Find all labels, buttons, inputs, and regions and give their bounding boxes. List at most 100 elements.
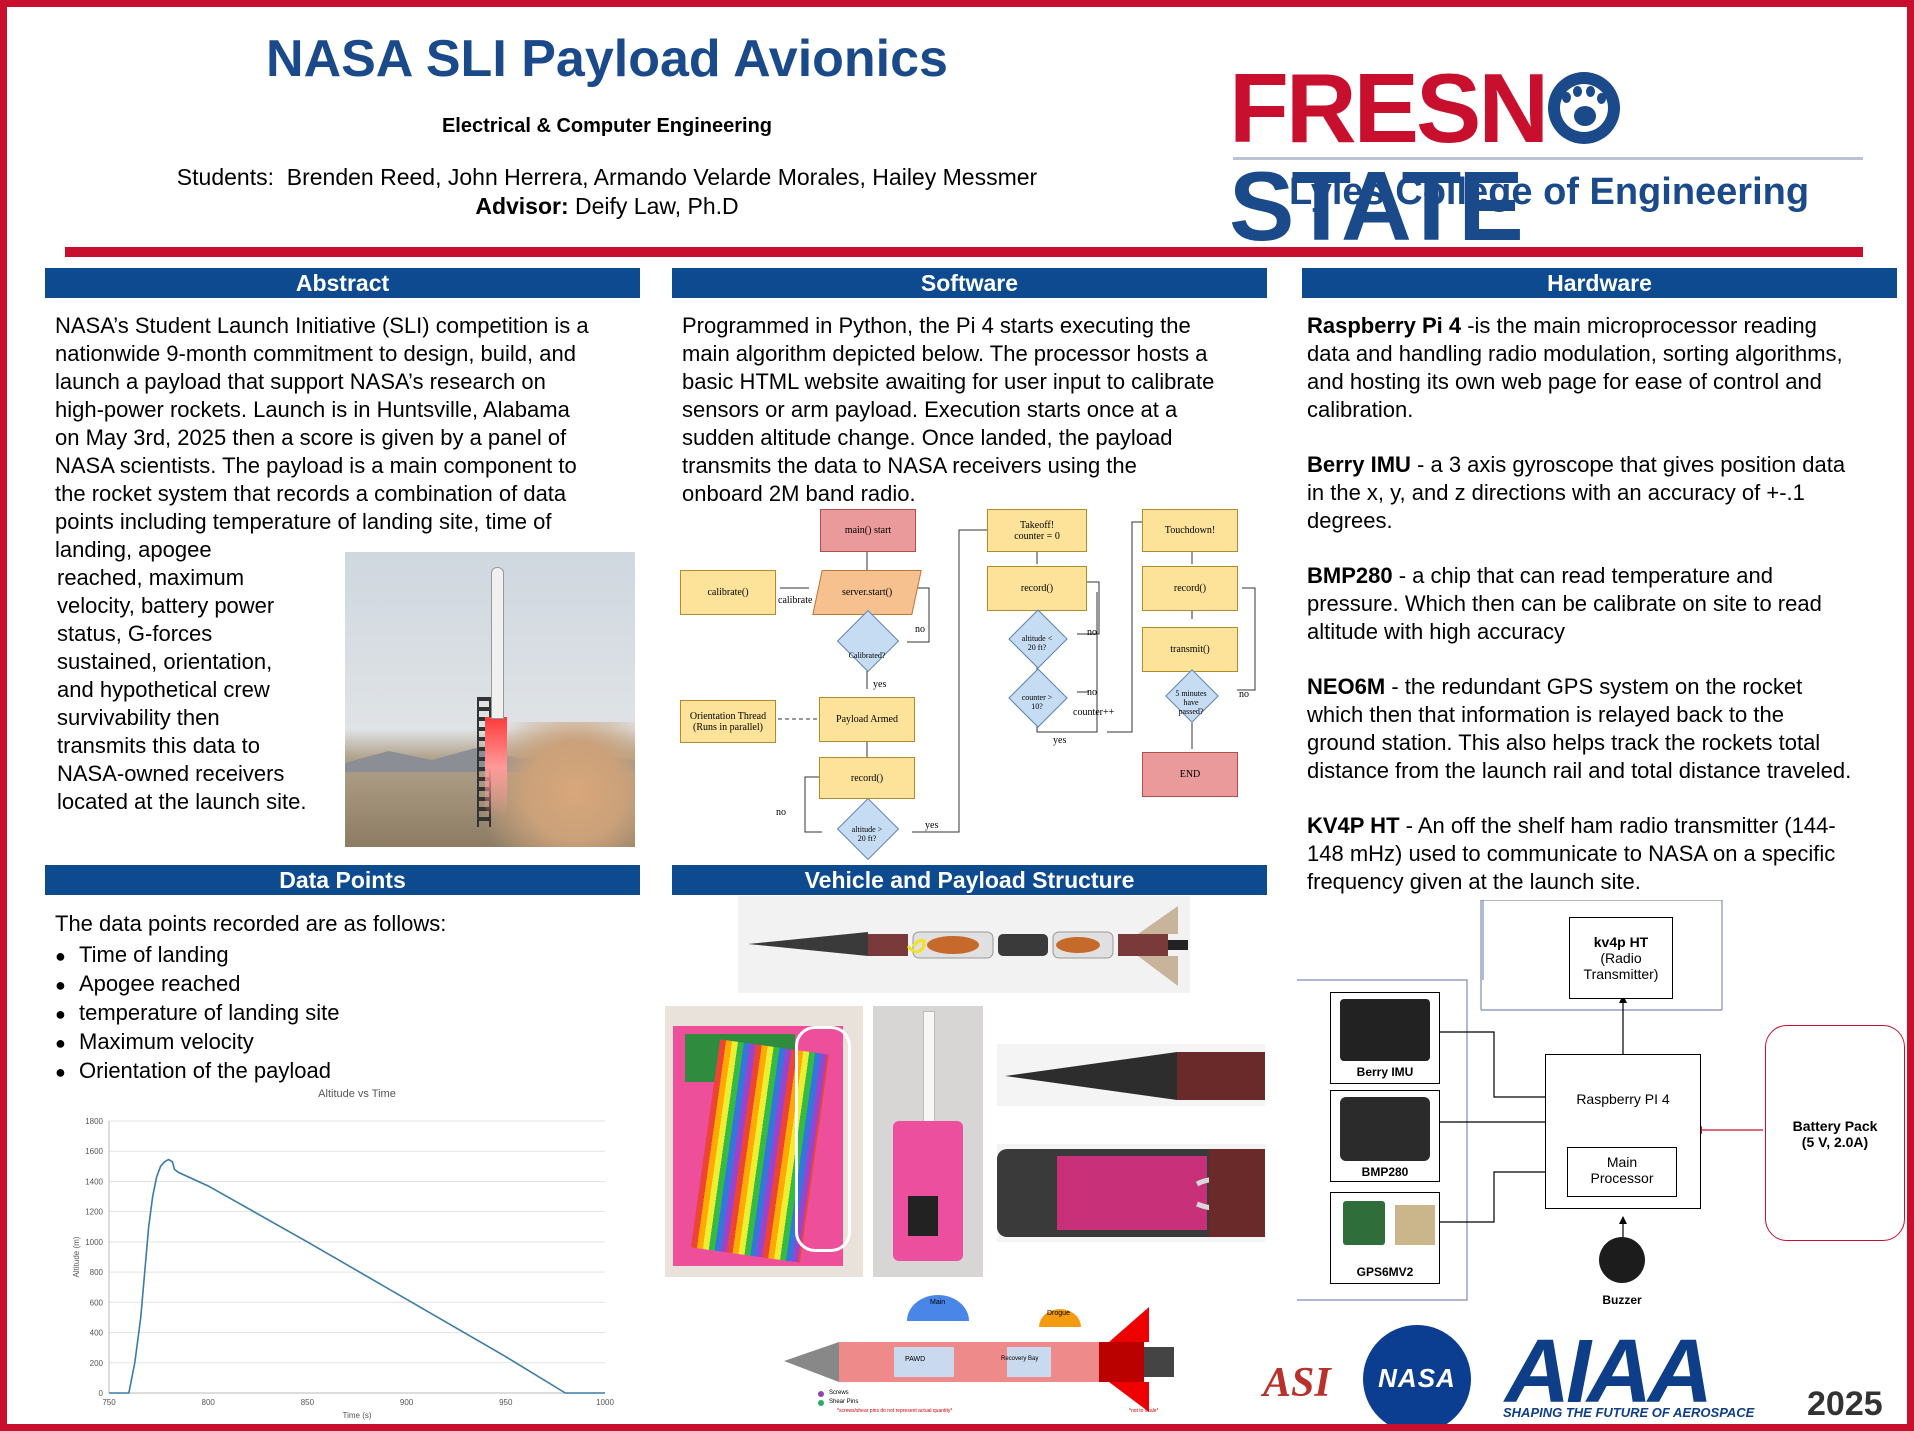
gps-board-icon [1343,1201,1386,1245]
chart-title: Altitude vs Time [318,1088,396,1100]
chart-y-tick-label: 1400 [85,1177,103,1186]
data-point-item: Apogee reached [55,969,240,1000]
flow-label-yes: yes [873,679,887,690]
flow-takeoff: Takeoff!counter = 0 [987,509,1087,552]
data-point-item: temperature of landing site [55,998,340,1029]
schematic-note: *screws/shear pins do not represent actu… [837,1408,953,1414]
chart-x-tick-label: 1000 [596,1398,614,1407]
bmp280-box [1330,1090,1440,1182]
hardware-text: Raspberry Pi 4 -is the main microprocess… [1307,313,1852,894]
chart-y-tick-label: 1600 [85,1147,103,1156]
main-processor-box: Main Processor [1567,1147,1677,1197]
flow-label-counter-inc: counter++ [1073,707,1115,718]
schematic-screws-label: Screws [829,1390,849,1396]
gps-label: GPS6MV2 [1356,1265,1414,1279]
buzzer-label: Buzzer [1602,1293,1642,1307]
schematic-recovery-label: Recovery Bay [1001,1356,1039,1362]
flow-record-2: record() [987,566,1087,611]
chart-y-tick-label: 1800 [85,1117,103,1126]
flow-payload-armed: Payload Armed [819,697,915,742]
flow-label-yes-2: yes [925,820,939,831]
avionics-bay-cad [997,1144,1265,1242]
logo-divider [1233,157,1863,160]
department: Electrical & Computer Engineering [441,115,773,137]
berry-imu-label: Berry IMU [1356,1065,1414,1079]
bmp280-label: BMP280 [1361,1165,1409,1179]
flow-label-calibrate: calibrate [778,595,813,606]
flow-counter-text: counter >10? [1021,693,1053,711]
nose-cone-cad [997,1044,1265,1106]
students-line: Students: Brenden Reed, John Herrera, Ar… [176,164,1038,190]
chart-x-axis-label: Time (s) [342,1411,371,1420]
battery-pack-box: Battery Pack (5 V, 2.0A) [1765,1025,1905,1241]
flow-calibrated-text: Calibrated? [848,651,886,660]
schematic-drogue-label: Drogue [1047,1310,1070,1317]
flow-label-no: no [915,624,925,635]
bmp-board-icon [1340,1097,1430,1161]
antenna-mount-photo [873,1006,983,1277]
chart-y-tick-label: 800 [90,1268,104,1277]
data-points-intro: The data points recorded are as follows: [55,911,447,936]
asi-logo: ASI [1263,1360,1331,1406]
chart-y-tick-label: 400 [90,1329,104,1338]
flow-alt-lt-text: altitude <20 ft? [1021,634,1053,652]
flow-label-yes-3: yes [1053,735,1067,746]
abstract-header: Abstract [45,268,640,298]
altitude-chart: Altitude vs Time 0 200 400 600 800 1000 1200 140… [72,1088,614,1420]
chart-y-tick-label: 1000 [85,1238,103,1247]
data-point-item: Time of landing [55,940,229,971]
chart-y-axis-label: Altitude (m) [72,1236,81,1277]
poster-title: NASA SLI Payload Avionics [266,30,948,88]
chart-x-tick-label: 850 [301,1398,315,1407]
schematic-pawd-label: PAWD [905,1356,926,1363]
chart-y-tick-label: 200 [90,1359,104,1368]
college-name: Lyles College of Engineering [1288,171,1810,213]
flow-server-start: server.start() [812,570,922,615]
flow-label-no-2: no [776,807,786,818]
software-header: Software [672,268,1267,298]
chart-series-line [109,1158,605,1394]
data-point-item: Orientation of the payload [55,1056,331,1087]
payload-schematic: Main Drogue PAWD Recovery Bay Screws She… [779,1287,1197,1417]
chart-y-tick-label: 0 [99,1389,104,1398]
chart-x-tick-label: 800 [202,1398,216,1407]
payload-bay-photo [665,1006,863,1277]
schematic-main-label: Main [930,1299,946,1306]
chart-x-tick-label: 750 [102,1398,116,1407]
paw-icon [1548,72,1621,144]
vehicle-header: Vehicle and Payload Structure [672,865,1267,895]
flow-record-3: record() [1142,566,1238,611]
vehicle-cad-assembly [738,896,1190,993]
rocket-launch-photo [345,552,635,847]
radio-transmitter-box: kv4p HT (Radio Transmitter) [1569,917,1673,999]
aiaa-year: 2025 [1807,1385,1883,1423]
nasa-logo: NASA [1363,1325,1471,1424]
chart-y-tick-label: 1200 [85,1208,103,1217]
gps-antenna-icon [1394,1205,1435,1245]
chart-x-tick-label: 950 [499,1398,513,1407]
chart-y-tick-label: 600 [90,1298,104,1307]
data-point-item: Maximum velocity [55,1027,254,1058]
advisor-line: Advisor: Deify Law, Ph.D [475,193,739,219]
buzzer-icon [1599,1237,1645,1283]
flow-altitude-text: altitude >20 ft? [851,825,883,843]
software-text: Programmed in Python, the Pi 4 starts ex… [682,313,1215,506]
header-red-bar [65,247,1863,257]
flow-label-no-3: no [1087,627,1097,638]
flow-end: END [1142,752,1238,797]
flow-label-no-5: no [1239,689,1249,700]
flow-record-1: record() [819,757,915,799]
flow-calibrate: calibrate() [680,570,776,615]
schematic-shear-label: Shear Pins [829,1399,859,1405]
chart-x-tick-label: 900 [400,1398,414,1407]
schematic-scale-note: *not to scale* [1129,1408,1159,1414]
berry-imu-box [1330,992,1440,1084]
flow-orientation-thread: Orientation Thread(Runs in parallel) [680,700,776,743]
abstract-text: NASA’s Student Launch Initiative (SLI) c… [55,313,589,814]
gps-box [1330,1192,1440,1284]
flow-transmit: transmit() [1142,627,1238,672]
hardware-header: Hardware [1302,268,1897,298]
